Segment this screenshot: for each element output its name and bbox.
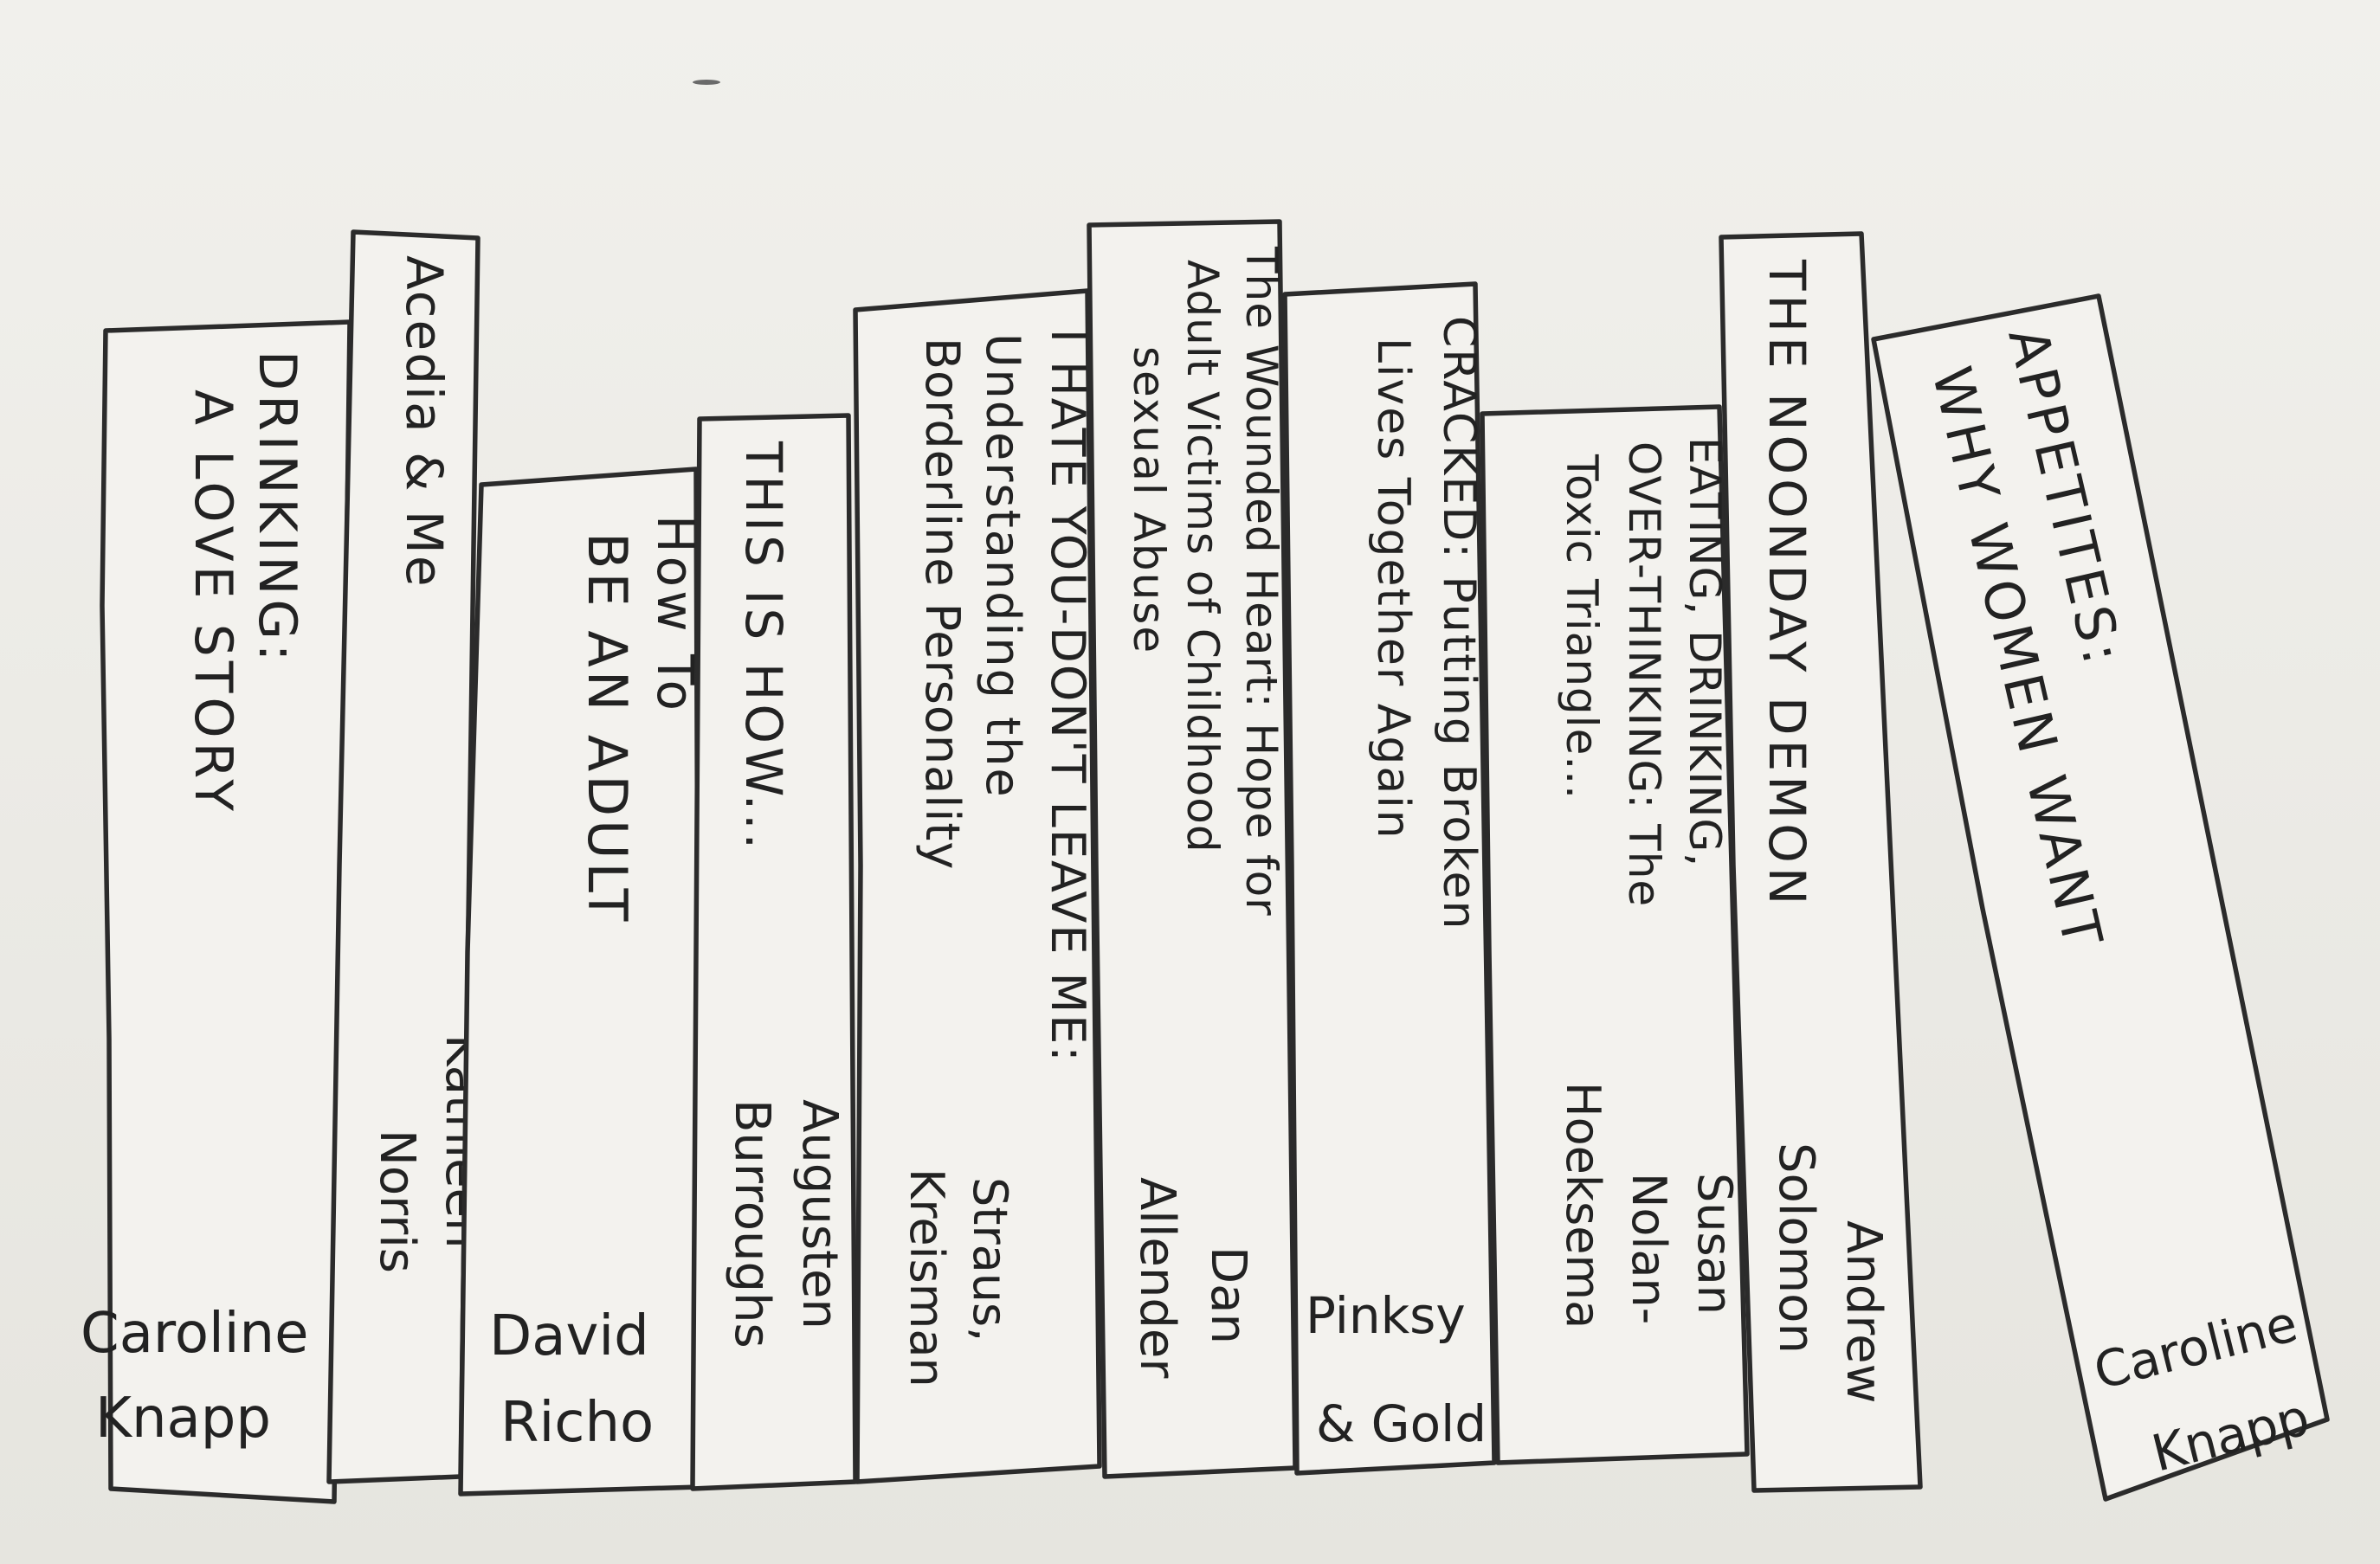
- book-spine-wounded-heart: The Wounded Heart: Hope for Adult Victim…: [1087, 219, 1298, 1479]
- book-title-line-1: Acedia & Me: [395, 255, 454, 589]
- book-author-line-2: Norris: [369, 1130, 425, 1273]
- book-title-line-1: I HATE YOU-DON'T LEAVE ME:: [1041, 329, 1095, 1064]
- book-author-line-2: Nolan-: [1622, 1173, 1676, 1324]
- book-author-line-2: Knapp: [95, 1387, 271, 1451]
- book-title-line-1: EATING, DRINKING,: [1680, 437, 1730, 867]
- book-author-line-2: Richo: [500, 1391, 654, 1455]
- book-title-line-2: Adult Victims of Childhood: [1177, 260, 1228, 853]
- book-title-line-1: THIS IS HOW...: [734, 441, 793, 853]
- book-title-line-2: Understanding the: [976, 333, 1030, 799]
- book-author-line-1: Caroline: [81, 1302, 308, 1366]
- book-spine-cracked: CRACKED: Putting Broken Lives Together A…: [1282, 281, 1497, 1476]
- ink-smudge: [693, 80, 720, 85]
- book-author-line-3: Hoeksema: [1556, 1082, 1610, 1329]
- book-author-line-1: Andrew: [1835, 1220, 1892, 1403]
- book-spine-noonday-demon: THE NOONDAY DEMON Andrew Solomon: [1719, 231, 1923, 1493]
- book-author-line-1: Susan: [1687, 1173, 1742, 1315]
- spine-outline: [458, 467, 702, 1496]
- book-author-line-2: Burroughs: [724, 1099, 780, 1348]
- book-title-line-3: sexual Abuse: [1124, 346, 1174, 654]
- book-author-line-1: Straus,: [963, 1177, 1017, 1342]
- spine-outline: [326, 229, 481, 1484]
- book-author-line-1: Pinksy: [1306, 1286, 1466, 1345]
- book-title-line-3: Toxic Triangle...: [1557, 454, 1607, 800]
- book-spine-eating-drinking: EATING, DRINKING, OVER-THINKING: The Tox…: [1480, 404, 1750, 1465]
- book-title-line-1: The Wounded Heart: Hope for: [1236, 246, 1287, 917]
- spine-outline: [1871, 293, 2330, 1502]
- spine-outline: [690, 413, 858, 1491]
- book-title-line-1: THE NOONDAY DEMON: [1758, 259, 1816, 909]
- spine-outline: [1282, 281, 1497, 1476]
- book-author-line-2: Kreisman: [900, 1168, 954, 1387]
- book-author-line-1: David: [489, 1304, 649, 1368]
- book-title-line-1: How To: [646, 515, 705, 714]
- book-title-line-2: Lives Together Again: [1367, 338, 1419, 840]
- book-title-line-2: BE AN ADULT: [576, 532, 639, 924]
- book-author-line-1: Dan: [1200, 1246, 1256, 1344]
- book-spine-this-is-how: THIS IS HOW... Augusten Burroughs: [690, 413, 858, 1491]
- book-spine-drinking: DRINKING: A LOVE STORY Caroline Knapp: [81, 319, 352, 1504]
- book-title-line-1: CRACKED: Putting Broken: [1433, 316, 1485, 930]
- book-spine-i-hate-you: I HATE YOU-DON'T LEAVE ME: Understanding…: [853, 288, 1102, 1484]
- spine-outline: [853, 288, 1102, 1484]
- book-spine-appetites: APPETITES: WHY WOMEN WANT Caroline Knapp: [1871, 293, 2330, 1502]
- book-author-line-2: Allender: [1129, 1177, 1185, 1379]
- book-author-line-2: Solomon: [1768, 1142, 1824, 1354]
- spine-outline: [1480, 404, 1750, 1465]
- book-title-line-2: OVER-THINKING: The: [1619, 441, 1669, 907]
- book-title-line-3: Borderline Personality: [915, 338, 970, 870]
- book-spine-how-to-be-an-adult: How To BE AN ADULT David Richo: [458, 467, 705, 1496]
- book-author-line-1: Augusten: [791, 1099, 848, 1329]
- book-title-line-1: DRINKING:: [247, 351, 307, 666]
- spine-outline: [1087, 219, 1298, 1479]
- spine-outline: [1719, 231, 1923, 1493]
- book-author-line-2: & Gold: [1316, 1394, 1487, 1453]
- book-title-line-2: A LOVE STORY: [183, 389, 243, 815]
